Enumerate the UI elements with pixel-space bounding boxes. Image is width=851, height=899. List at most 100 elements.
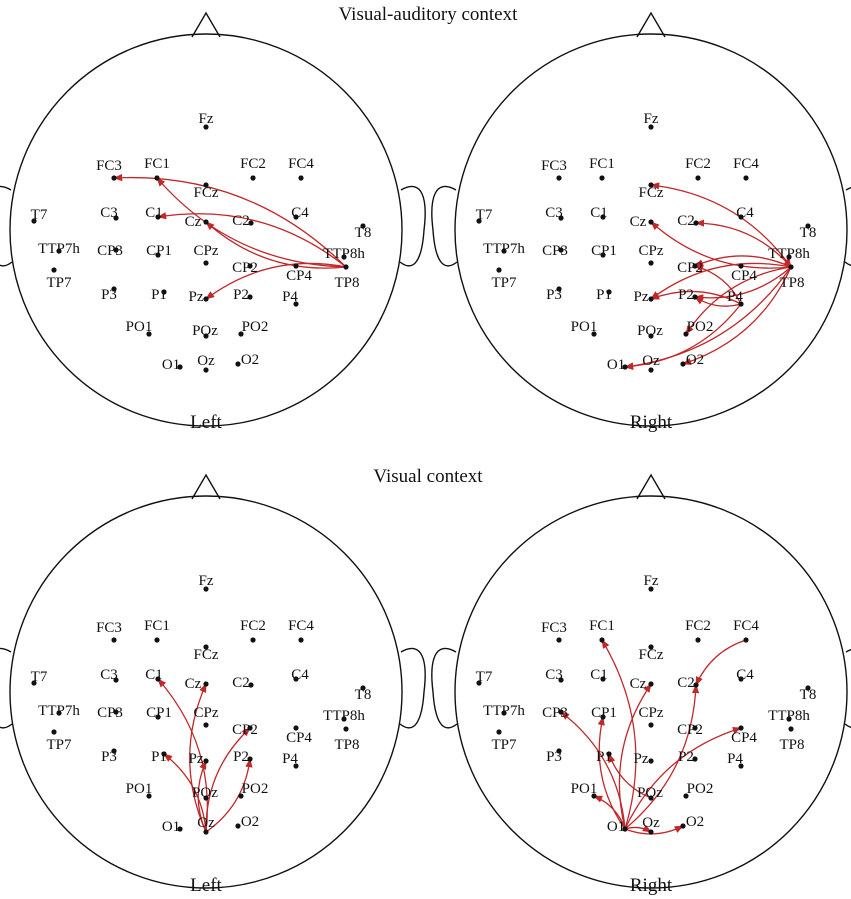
electrode-label: TTP7h: [483, 703, 525, 719]
electrode-label: C4: [291, 205, 309, 221]
electrode-O1: O1: [162, 357, 183, 373]
electrode-label: CP4: [286, 730, 312, 746]
electrode-dot: [247, 294, 253, 300]
electrode-label: TTP7h: [38, 703, 80, 719]
electrode-T7: T7: [31, 207, 48, 224]
electrode-dot: [111, 175, 117, 181]
electrode-dot: [155, 676, 161, 682]
left-ear-outline: [431, 185, 458, 267]
electrode-FCz: FCz: [638, 182, 664, 201]
electrode-label: Fz: [644, 573, 659, 589]
connection-TP8-to-FCz: [650, 182, 792, 268]
nose-outline: [636, 473, 666, 500]
electrode-P1: P1: [596, 749, 612, 765]
electrode-dot: [293, 214, 299, 220]
electrode-dot: [692, 725, 698, 731]
electrode-TTP8h: TTP8h: [323, 246, 365, 262]
electrode-dot: [341, 254, 347, 260]
electrode-label: C3: [100, 667, 118, 683]
electrode-Cz: Cz: [185, 676, 209, 692]
electrode-Fz: Fz: [199, 111, 214, 130]
electrode-dot: [692, 756, 698, 762]
electrode-label: Cz: [185, 676, 202, 692]
electrode-label: Fz: [199, 573, 214, 589]
electrode-CPz: CPz: [638, 705, 664, 728]
electrode-dot: [599, 637, 605, 643]
electrode-CP4: CP4: [286, 725, 312, 746]
electrode-FC2: FC2: [685, 156, 711, 181]
electrode-label: CPz: [193, 243, 218, 259]
electrode-label: P2: [233, 749, 249, 765]
electrode-dot: [203, 829, 209, 835]
electrode-CP2: CP2: [232, 722, 258, 738]
electrode-POz: POz: [637, 323, 663, 339]
electrode-TP7: TP7: [491, 729, 517, 753]
electrode-label: P1: [151, 287, 167, 303]
electrode-dot: [56, 710, 62, 716]
electrode-label: CP2: [677, 722, 703, 738]
electrode-label: FC2: [240, 156, 266, 172]
panel-caption: Right: [630, 412, 673, 433]
electrode-PO2: PO2: [238, 781, 268, 799]
electrode-CP4: CP4: [731, 263, 757, 284]
electrode-dot: [111, 748, 117, 754]
electrode-dot: [692, 263, 698, 269]
electrode-label: FCz: [193, 185, 218, 201]
electrode-dot: [738, 676, 744, 682]
electrode-label: FC4: [288, 156, 314, 172]
electrode-dot: [360, 223, 366, 229]
electrode-Pz: Pz: [634, 751, 654, 767]
electrode-T7: T7: [476, 669, 493, 686]
electrode-label: Oz: [197, 815, 215, 831]
electrode-label: CP3: [542, 705, 568, 721]
electrode-O2: O2: [235, 814, 259, 830]
connection-TP8-to-Pz: [650, 262, 792, 300]
electrode-label: CP3: [97, 705, 123, 721]
connection-O1-to-C2: [624, 684, 700, 830]
electrode-PO1: PO1: [571, 319, 597, 337]
electrode-dot: [738, 763, 744, 769]
electrode-dot: [695, 175, 701, 181]
electrode-dot: [343, 726, 349, 732]
electrode-label: P1: [151, 749, 167, 765]
electrode-C2: C2: [232, 213, 254, 229]
electrode-dot: [177, 826, 183, 832]
electrode-label: P2: [233, 287, 249, 303]
electrode-label: PO2: [687, 781, 714, 797]
electrode-label: C2: [232, 675, 250, 691]
electrode-label: O1: [607, 819, 625, 835]
electrode-Pz: Pz: [189, 751, 209, 767]
electrode-TTP7h: TTP7h: [483, 241, 525, 257]
electrode-dot: [648, 681, 654, 687]
electrode-dot: [203, 296, 209, 302]
connection-O1-to-O2: [624, 825, 684, 835]
electrode-label: C4: [291, 667, 309, 683]
electrode-dot: [203, 758, 209, 764]
electrode-label: FC1: [144, 156, 170, 172]
electrode-C1: C1: [590, 667, 608, 683]
electrode-dot: [293, 725, 299, 731]
electrode-T8: T8: [800, 685, 816, 703]
electrode-dot: [648, 219, 654, 225]
connection-TP8-to-CP2: [694, 255, 792, 268]
electrode-PO1: PO1: [571, 781, 598, 799]
left-ear-outline: [0, 647, 13, 729]
connection-POz-to-P1: [608, 753, 652, 799]
electrode-dot: [693, 682, 699, 688]
electrode-dot: [648, 333, 654, 339]
electrode-label: TTP7h: [483, 241, 525, 257]
electrode-label: PO1: [571, 781, 598, 797]
electrode-label: P4: [727, 751, 743, 767]
electrode-label: O2: [686, 814, 704, 830]
electrode-dot: [250, 175, 256, 181]
electrode-label: CPz: [638, 705, 663, 721]
electrode-label: T7: [31, 207, 48, 223]
electrode-label: FC3: [541, 620, 567, 636]
electrode-label: P3: [546, 287, 562, 303]
electrode-dot: [177, 364, 183, 370]
electrode-dot: [648, 586, 654, 592]
electrode-Oz: Oz: [642, 353, 660, 373]
electrode-label: CP2: [677, 260, 703, 276]
